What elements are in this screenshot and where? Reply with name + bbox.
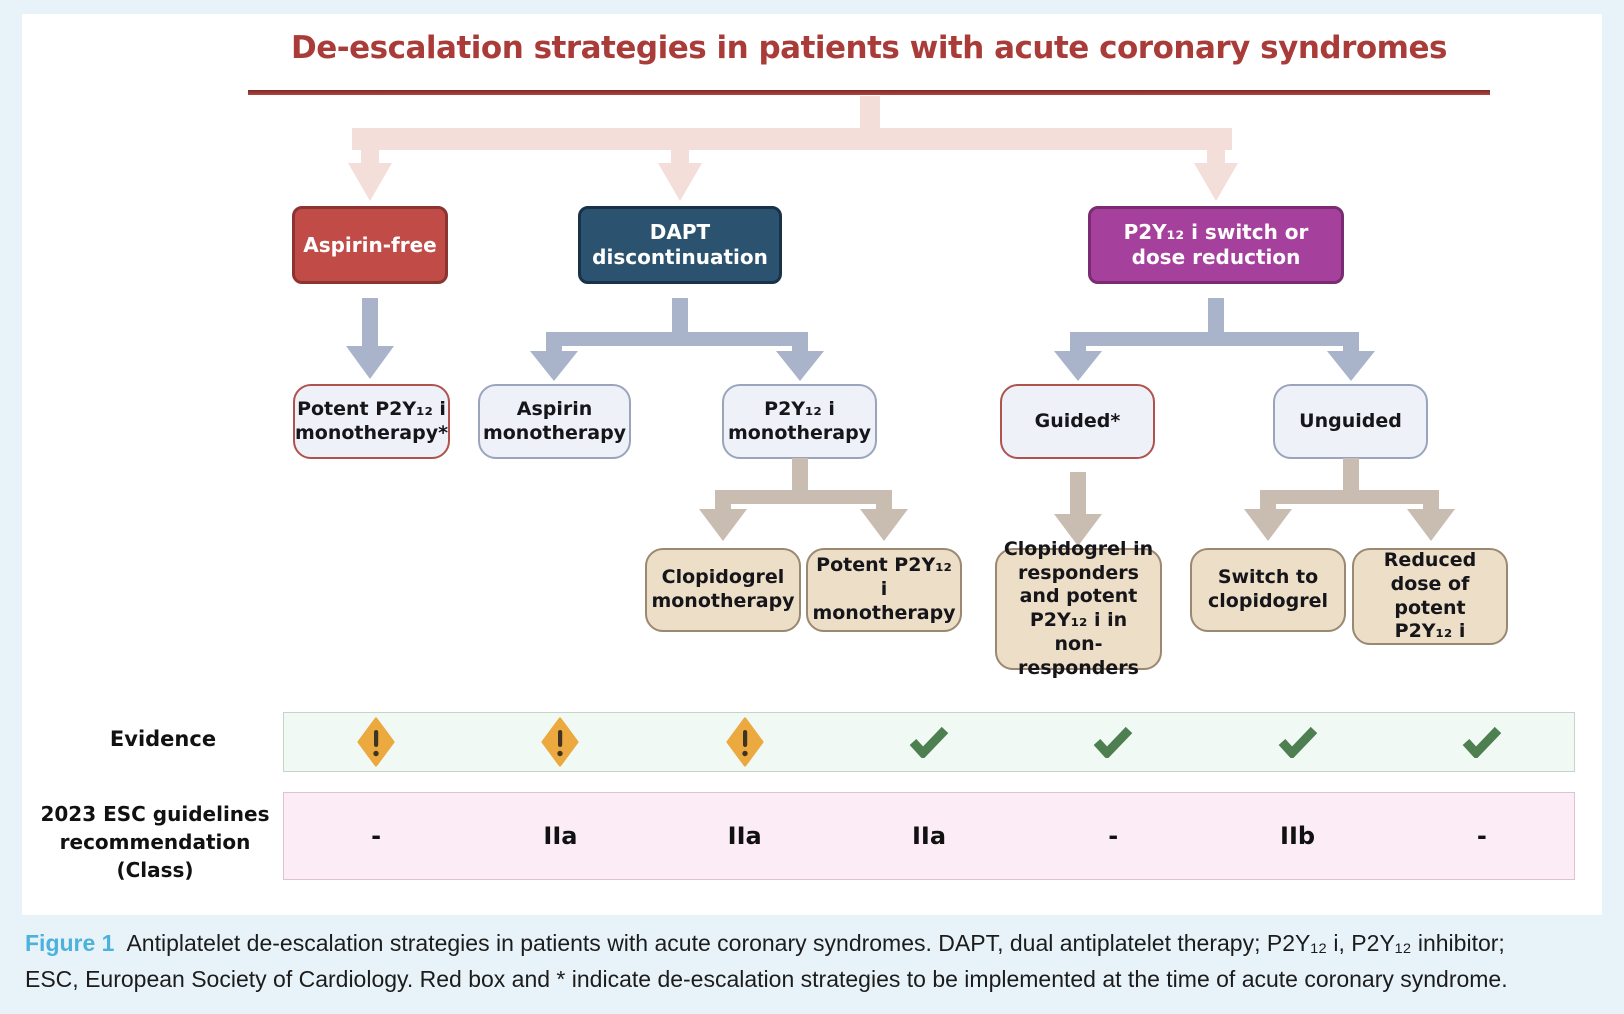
connector-stem bbox=[860, 96, 880, 132]
node-aspirin-free: Aspirin-free bbox=[292, 206, 448, 284]
connector-stem bbox=[672, 298, 688, 334]
connector-bar bbox=[546, 332, 808, 346]
connector-drop bbox=[1207, 148, 1225, 164]
connector-bar bbox=[1260, 490, 1439, 504]
caption-line-1: Figure 1 Antiplatelet de-escalation strat… bbox=[25, 926, 1615, 962]
connector-drop bbox=[792, 344, 808, 353]
node-clopidogrel-responders: Clopidogrel in responders and potent P2Y… bbox=[995, 538, 1162, 679]
evidence-cell bbox=[1390, 713, 1574, 771]
node-reduced-dose-potent-p2y12i: Reduced dose of potent P2Y₁₂ i bbox=[1352, 548, 1508, 645]
recommendation-value: IIb bbox=[1280, 822, 1316, 850]
recommendation-value: - bbox=[1476, 822, 1487, 850]
connector-stem bbox=[362, 298, 378, 348]
check-icon bbox=[909, 726, 949, 758]
node-potent-p2y12i-monotherapy: Potent P2Y₁₂ i monotherapy* bbox=[293, 384, 450, 459]
arrow-down-icon bbox=[1407, 509, 1455, 541]
check-icon bbox=[1462, 726, 1502, 758]
arrow-down-icon bbox=[530, 351, 578, 381]
connector-drop bbox=[1343, 344, 1359, 353]
connector-drop bbox=[361, 148, 379, 164]
arrow-down-icon bbox=[1327, 351, 1375, 381]
connector-drop bbox=[671, 148, 689, 164]
evidence-cell bbox=[1021, 713, 1205, 771]
figure-caption: Figure 1 Antiplatelet de-escalation strat… bbox=[25, 926, 1615, 997]
title-underline bbox=[248, 90, 1490, 95]
arrow-down-icon bbox=[658, 163, 702, 201]
arrow-down-icon bbox=[1194, 163, 1238, 201]
arrow-down-icon bbox=[1054, 514, 1102, 546]
warning-icon bbox=[357, 717, 395, 767]
node-p2y12i-monotherapy: P2Y₁₂ i monotherapy bbox=[722, 384, 877, 459]
connector-bar bbox=[352, 128, 1232, 150]
recommendation-strip: - IIa IIa IIa - IIb - bbox=[283, 792, 1575, 880]
evidence-row-label: Evidence bbox=[109, 727, 217, 751]
recommendation-value: IIa bbox=[543, 822, 578, 850]
recommendation-value: IIa bbox=[727, 822, 762, 850]
arrow-down-icon bbox=[776, 351, 824, 381]
connector-drop bbox=[546, 344, 562, 353]
arrow-down-icon bbox=[1244, 509, 1292, 541]
connector-drop bbox=[876, 502, 892, 511]
connector-drop bbox=[715, 502, 731, 511]
node-dapt-discontinuation: DAPT discontinuation bbox=[578, 206, 782, 284]
node-unguided: Unguided bbox=[1273, 384, 1428, 459]
evidence-cell bbox=[284, 713, 468, 771]
warning-icon bbox=[726, 717, 764, 767]
recommendation-value: IIa bbox=[911, 822, 947, 850]
caption-text-1: Antiplatelet de-escalation strategies in… bbox=[126, 930, 1505, 956]
connector-drop bbox=[1260, 502, 1276, 511]
evidence-cell bbox=[468, 713, 652, 771]
node-clopidogrel-monotherapy: Clopidogrel monotherapy bbox=[645, 548, 801, 632]
arrow-down-icon bbox=[699, 509, 747, 541]
evidence-cell bbox=[1205, 713, 1389, 771]
caption-line-2: ESC, European Society of Cardiology. Red… bbox=[25, 965, 1508, 992]
figure-title: De-escalation strategies in patients wit… bbox=[291, 30, 1447, 66]
arrow-down-icon bbox=[860, 509, 908, 541]
connector-stem bbox=[1208, 298, 1224, 334]
connector-stem bbox=[792, 458, 808, 492]
node-potent-p2y12i-monotherapy-2: Potent P2Y₁₂ i monotherapy bbox=[806, 548, 962, 632]
node-aspirin-monotherapy: Aspirin monotherapy bbox=[478, 384, 631, 459]
evidence-cell bbox=[653, 713, 837, 771]
connector-stem bbox=[1070, 472, 1086, 516]
connector-stem bbox=[1343, 458, 1359, 492]
warning-icon bbox=[541, 717, 579, 767]
node-p2y12-switch-or-dose-reduction: P2Y₁₂ i switch or dose reduction bbox=[1088, 206, 1344, 284]
arrow-down-icon bbox=[1054, 351, 1102, 381]
connector-drop bbox=[1423, 502, 1439, 511]
figure-number-label: Figure 1 bbox=[25, 930, 115, 956]
node-guided: Guided* bbox=[1000, 384, 1155, 459]
recommendation-value: - bbox=[1108, 822, 1119, 850]
arrow-down-icon bbox=[346, 346, 394, 379]
node-switch-to-clopidogrel: Switch to clopidogrel bbox=[1190, 548, 1346, 632]
evidence-strip bbox=[283, 712, 1575, 772]
connector-drop bbox=[1070, 344, 1086, 353]
check-icon bbox=[1278, 726, 1317, 758]
recommendation-value: - bbox=[371, 822, 382, 850]
recommendation-row-label: 2023 ESC guidelines recommendation (Clas… bbox=[40, 802, 270, 882]
check-icon bbox=[1093, 726, 1133, 758]
connector-bar bbox=[715, 490, 892, 504]
arrow-down-icon bbox=[348, 163, 392, 201]
connector-bar bbox=[1070, 332, 1359, 346]
evidence-cell bbox=[837, 713, 1021, 771]
